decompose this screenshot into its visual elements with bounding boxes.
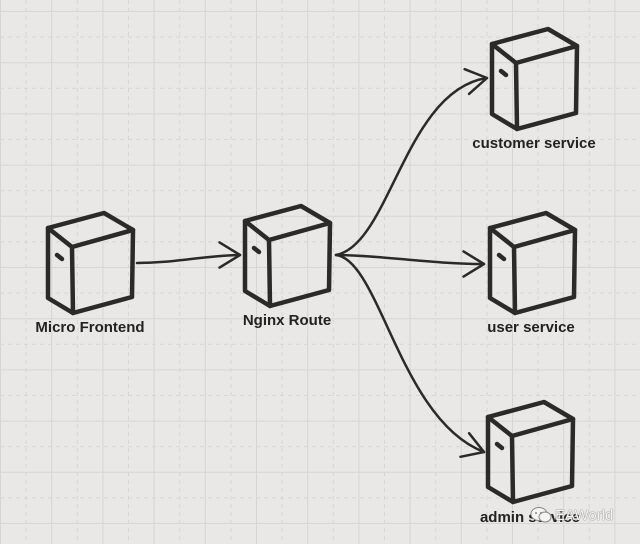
node-label-customer-service: customer service <box>472 135 596 152</box>
server-slot-icon <box>496 252 507 262</box>
node-label-nginx-route: Nginx Route <box>242 312 332 329</box>
server-front-face <box>510 416 576 505</box>
server-left-face <box>489 41 520 132</box>
server-front-face <box>70 227 136 316</box>
server-top-face <box>489 26 580 66</box>
server-slot-icon <box>251 245 262 255</box>
server-node-micro-frontend[interactable] <box>45 210 136 316</box>
edge-nginx-route-to-user-service <box>334 250 486 278</box>
edge-micro-frontend-to-nginx-route <box>135 241 242 269</box>
server-front-face <box>267 220 333 309</box>
node-label-micro-frontend: Micro Frontend <box>35 319 145 336</box>
arrowhead-icon <box>459 431 486 459</box>
watermark-text: EAWorld <box>555 506 614 524</box>
edge-nginx-route-to-customer-service <box>334 67 489 257</box>
arrowhead-icon <box>218 241 242 269</box>
server-left-face <box>45 225 76 316</box>
connector-line <box>334 253 486 266</box>
server-slot-icon <box>494 441 505 451</box>
server-node-customer-service[interactable] <box>489 26 580 132</box>
node-label-admin-service: admin service <box>479 509 581 526</box>
server-slot-icon <box>498 68 509 78</box>
server-slot-icon <box>54 252 65 262</box>
server-front-face <box>512 227 578 316</box>
nodes <box>45 26 580 505</box>
connector-line <box>334 253 486 454</box>
server-top-face <box>485 399 576 439</box>
server-left-face <box>242 218 273 309</box>
server-left-face <box>487 225 518 316</box>
server-left-face <box>485 414 516 505</box>
server-node-nginx-route[interactable] <box>242 203 333 309</box>
server-front-face <box>514 43 580 132</box>
server-top-face <box>242 203 333 243</box>
connector-line <box>334 76 489 257</box>
arrowhead-icon <box>462 250 486 278</box>
server-node-user-service[interactable] <box>487 210 578 316</box>
server-node-admin-service[interactable] <box>485 399 576 505</box>
connector-line <box>135 253 242 265</box>
watermark: EAWorld <box>530 506 613 524</box>
edges <box>135 67 489 459</box>
edge-nginx-route-to-admin-service <box>334 253 486 459</box>
arrowhead-icon <box>463 67 489 96</box>
node-label-user-service: user service <box>487 319 575 336</box>
wechat-icon <box>530 507 552 523</box>
